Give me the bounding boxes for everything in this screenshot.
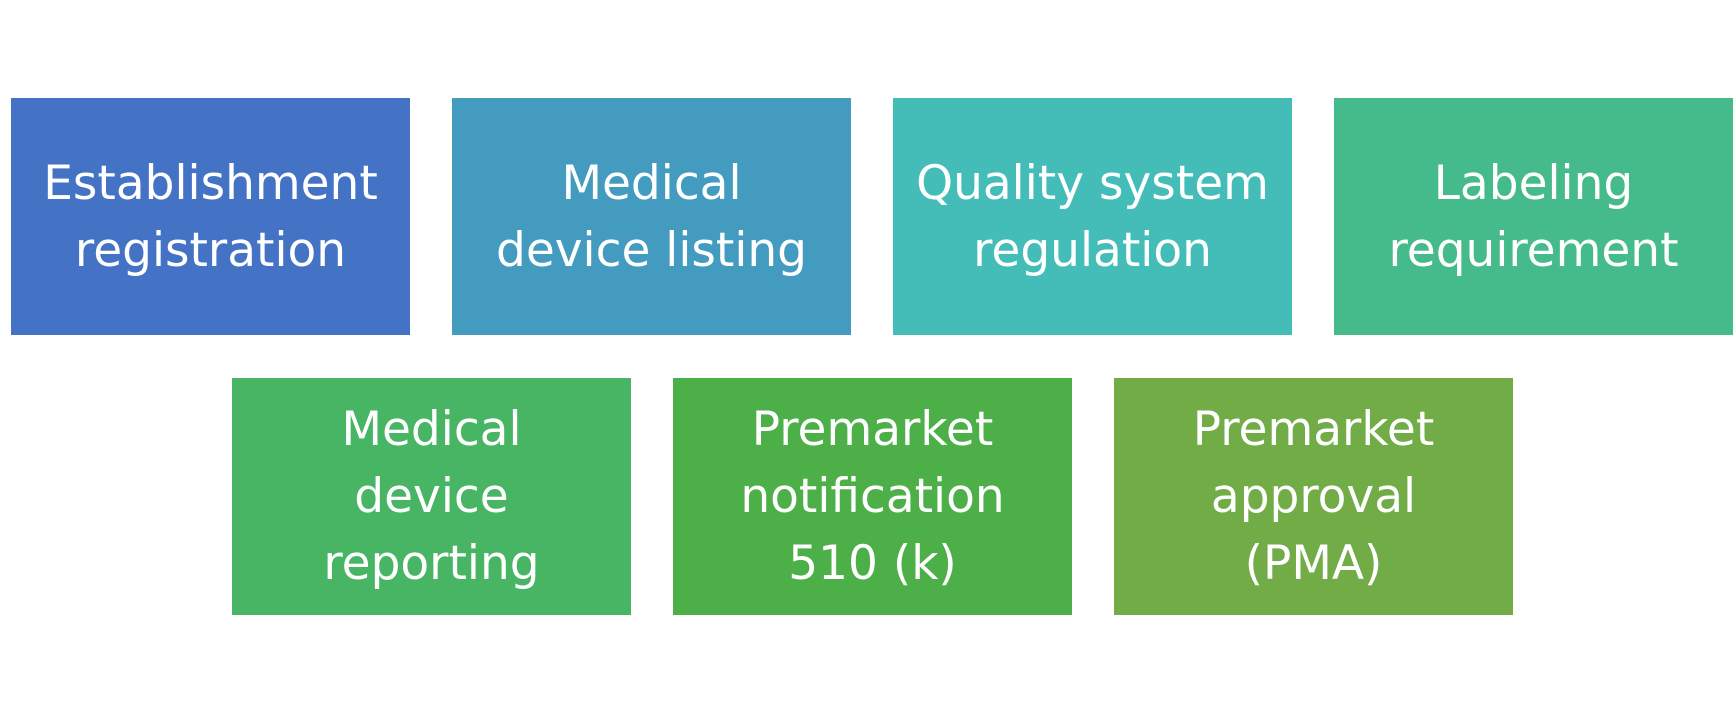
box-label: Premarket approval (PMA) <box>1192 402 1435 591</box>
box-labeling-requirement: Labeling requirement <box>1334 98 1733 335</box>
box-label: Labeling requirement <box>1388 155 1679 278</box>
box-establishment-registration: Establishment registration <box>11 98 410 335</box>
box-label: Medical device listing <box>495 155 808 278</box>
box-label: Quality system regulation <box>916 155 1269 278</box>
box-premarket-approval: Premarket approval (PMA) <box>1114 378 1513 615</box>
box-label: Establishment registration <box>43 155 378 278</box>
box-medical-device-reporting: Medical device reporting <box>232 378 631 615</box>
box-medical-device-listing: Medical device listing <box>452 98 851 335</box>
box-premarket-notification: Premarket notification 510 (k) <box>673 378 1072 615</box>
box-quality-system-regulation: Quality system regulation <box>893 98 1292 335</box>
box-label: Medical device reporting <box>323 402 540 591</box>
box-label: Premarket notification 510 (k) <box>740 402 1005 591</box>
